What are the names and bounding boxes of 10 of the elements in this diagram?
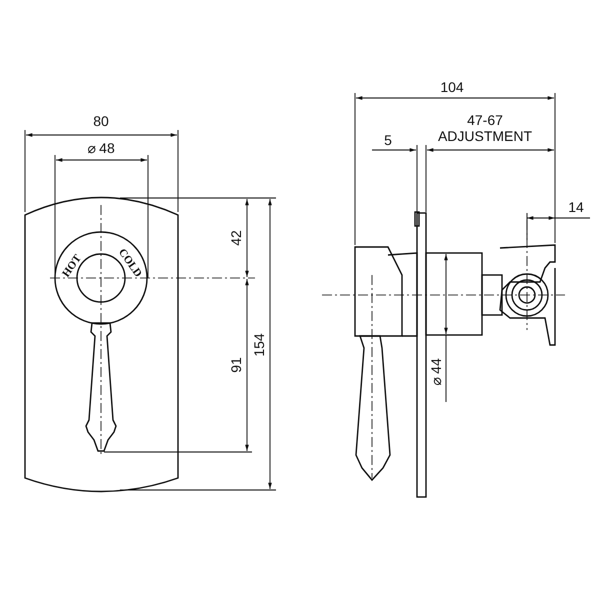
dimension-text: 91	[228, 357, 244, 373]
dimension-text: 14	[568, 199, 584, 215]
dimension-text: 42	[228, 230, 244, 246]
dimension-text: ⌀ 48	[87, 140, 115, 156]
dimension-text: 104	[440, 79, 464, 95]
dimension-text: 47-67 ADJUSTMENT	[436, 112, 534, 144]
dimension-text: ⌀ 44	[428, 358, 444, 386]
dimension-text: 154	[251, 333, 267, 357]
dimension-text: 5	[384, 132, 392, 148]
dimension-text: 80	[93, 113, 109, 129]
